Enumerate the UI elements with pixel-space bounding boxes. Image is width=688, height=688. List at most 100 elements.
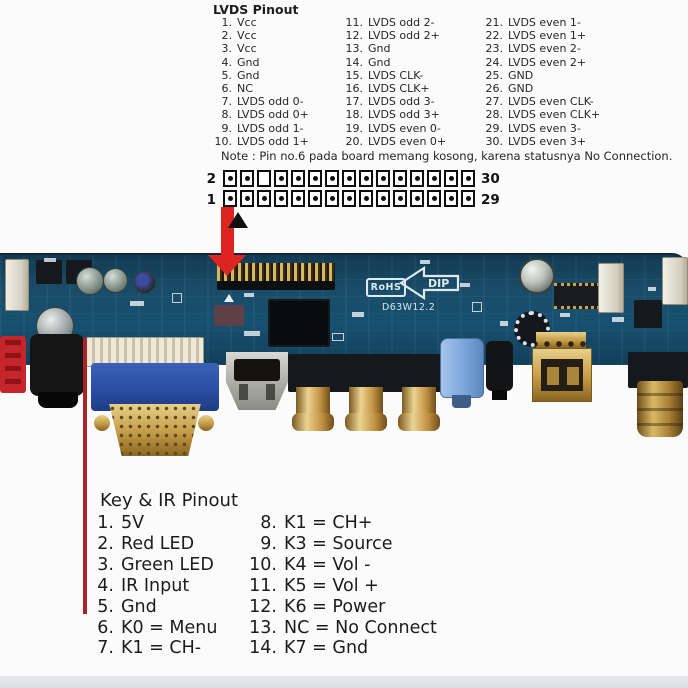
connector-pin-dot <box>329 176 335 181</box>
pin-label: Red LED <box>121 533 195 554</box>
pin-label: LVDS even CLK- <box>508 95 594 109</box>
av-rca-jack-rim <box>398 413 440 431</box>
pin-number: 6. <box>97 617 114 638</box>
pin-number: 2. <box>221 29 233 43</box>
connector-pin-dot <box>397 196 403 201</box>
connector-pin <box>342 170 356 187</box>
connector-pin <box>376 190 390 207</box>
pinout-line: 27. LVDS even CLK- <box>481 95 600 108</box>
pin-number: 21. <box>485 16 504 29</box>
connector-pin-dot <box>380 196 386 201</box>
pin-label: Green LED <box>121 554 214 575</box>
connector-pin-dot <box>414 196 420 201</box>
capacitor <box>103 268 128 293</box>
pin-number: 22. <box>485 29 504 43</box>
lvds-connector <box>217 263 335 281</box>
lvds-pinout-column-3: 21.LVDS even 1-22.LVDS even 1+23.LVDS ev… <box>481 16 601 148</box>
connector-pin <box>257 190 271 207</box>
pin-label: K1 = CH- <box>121 638 202 659</box>
pin-label: K1 = CH+ <box>284 513 373 533</box>
connector-pin <box>274 170 288 187</box>
connector-pin <box>342 190 356 207</box>
silkscreen-marking <box>500 321 508 326</box>
pin-number: 2. <box>97 533 114 554</box>
speaker-connector <box>598 263 624 313</box>
pinout-line: 24.LVDS even 2+ <box>481 56 600 69</box>
connector-pin-dot <box>329 196 335 201</box>
pin-number: 27. <box>485 95 504 109</box>
dc-power-jack <box>30 334 84 396</box>
connector-pin <box>427 190 441 207</box>
pin-label: Gnd <box>368 42 391 56</box>
connector-pin-dot <box>465 196 471 201</box>
usb-port <box>532 348 592 402</box>
silkscreen-marking <box>560 313 570 317</box>
usb-tongue <box>567 367 579 385</box>
pinout-line: 5. Gnd <box>92 597 217 618</box>
pinout-line: 1.5V <box>92 513 217 534</box>
pinout-line: 29.LVDS even 3- <box>481 122 600 135</box>
pin-number: 24. <box>485 55 504 69</box>
connector-pin-dot <box>465 176 471 181</box>
connector-pin <box>359 190 373 207</box>
pinout-line: 12. LVDS odd 2+ <box>341 29 446 42</box>
connector-pin-dot <box>278 196 284 201</box>
crystal-oscillator <box>519 258 555 294</box>
pin-label: LVDS even 0+ <box>368 134 447 148</box>
pin-number: 5. <box>97 596 114 617</box>
pin-number: 20. <box>345 134 364 148</box>
av-rca-jack <box>349 387 383 417</box>
pin-number: 28. <box>485 108 504 122</box>
connector-pin-dot <box>431 196 437 201</box>
pin-label: LVDS odd 2+ <box>368 29 440 43</box>
pin-number: 4. <box>221 55 233 69</box>
pin-label: GND <box>508 68 534 82</box>
pinout-line: 9.K3 = Source <box>243 534 437 555</box>
av-connector-housing <box>288 354 445 392</box>
pin-number: 5. <box>221 68 233 82</box>
connector-pin-dot <box>278 176 284 181</box>
pin-number: 9. <box>260 533 277 554</box>
dip-label: DIP <box>428 277 449 290</box>
pin-number: 10. <box>214 134 233 148</box>
pin-number: 8. <box>221 108 233 122</box>
pinout-line: 19.LVDS even 0- <box>341 122 446 135</box>
connector-pin-dot <box>261 196 267 201</box>
pin-number: 11. <box>249 575 277 596</box>
pinout-line: 12.K6 = Power <box>243 597 437 618</box>
connector-pin <box>308 170 322 187</box>
pin-number: 14. <box>249 638 277 659</box>
edge-connector <box>662 257 688 305</box>
pinout-line: 22.LVDS even 1+ <box>481 29 600 42</box>
pinout-line: 14.Gnd <box>341 56 446 69</box>
connector-pin-dot <box>312 196 318 201</box>
pin-label: LVDS CLK- <box>368 68 424 82</box>
pin-number: 12. <box>345 29 364 43</box>
pin-number: 17. <box>345 95 364 109</box>
connector-pin <box>240 170 254 187</box>
pin-label: K0 = Menu <box>121 617 218 638</box>
pin-label: NC <box>237 82 253 96</box>
pinout-line: 7.LVDS odd 0- <box>210 95 309 108</box>
audio-jack-black <box>486 341 513 391</box>
connector-pin <box>325 190 339 207</box>
pinout-line: 4.Gnd <box>210 56 309 69</box>
connector-pin <box>461 170 475 187</box>
connector-pin-dot <box>431 176 437 181</box>
pin-label: Gnd <box>121 596 157 617</box>
dip-arrow-icon: DIP <box>398 265 460 301</box>
silkscreen-marking <box>612 317 624 322</box>
vga-connector-body <box>91 363 219 411</box>
connector-pin-dot <box>295 176 301 181</box>
pinout-line: 26.GND <box>481 82 600 95</box>
pinout-line: 5.Gnd <box>210 69 309 82</box>
inductor <box>36 260 62 284</box>
connector-pin <box>359 170 373 187</box>
pin-label: LVDS odd 2- <box>368 16 435 29</box>
rohs-label: RoHS <box>366 278 406 297</box>
pinout-line: 15.LVDS CLK- <box>341 69 446 82</box>
pin-label: Vcc <box>237 42 257 56</box>
silkscreen-marking <box>332 333 344 341</box>
pin-label: LVDS even CLK+ <box>508 108 601 122</box>
